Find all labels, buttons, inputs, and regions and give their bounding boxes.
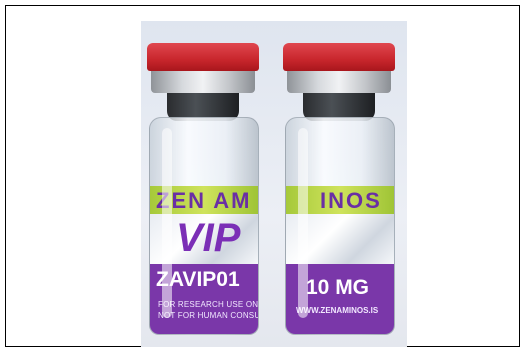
vial-stopper [167, 93, 239, 121]
product-code: VIP [176, 216, 241, 260]
product-photo: ZEN AM VIP ZAVIP01 FOR RESEARCH USE ONLY… [141, 21, 407, 347]
glass-highlight [162, 128, 172, 318]
vial-stopper [303, 93, 375, 121]
vial-cap [147, 43, 259, 71]
vial-crimp-seal [287, 71, 391, 93]
website-label: WWW.ZENAMINOS.IS [296, 306, 379, 315]
vial-crimp-seal [151, 71, 255, 93]
image-frame: ZEN AM VIP ZAVIP01 FOR RESEARCH USE ONLY… [5, 5, 520, 347]
vial-body: ZEN AM VIP ZAVIP01 FOR RESEARCH USE ONLY… [149, 117, 259, 335]
vial-left: ZEN AM VIP ZAVIP01 FOR RESEARCH USE ONLY… [145, 43, 263, 335]
brand-text: INOS [320, 188, 382, 213]
dose-label: 10 MG [306, 276, 370, 299]
glass-highlight [298, 128, 308, 318]
vial-body: INOS 10 MG WWW.ZENAMINOS.IS [285, 117, 395, 335]
notice-line-2: NOT FOR HUMAN CONSUMPTION [158, 311, 259, 320]
notice-line-1: FOR RESEARCH USE ONLY [158, 300, 259, 309]
lot-code: ZAVIP01 [156, 268, 240, 291]
vial-right: INOS 10 MG WWW.ZENAMINOS.IS [281, 43, 399, 335]
vial-cap [283, 43, 395, 71]
